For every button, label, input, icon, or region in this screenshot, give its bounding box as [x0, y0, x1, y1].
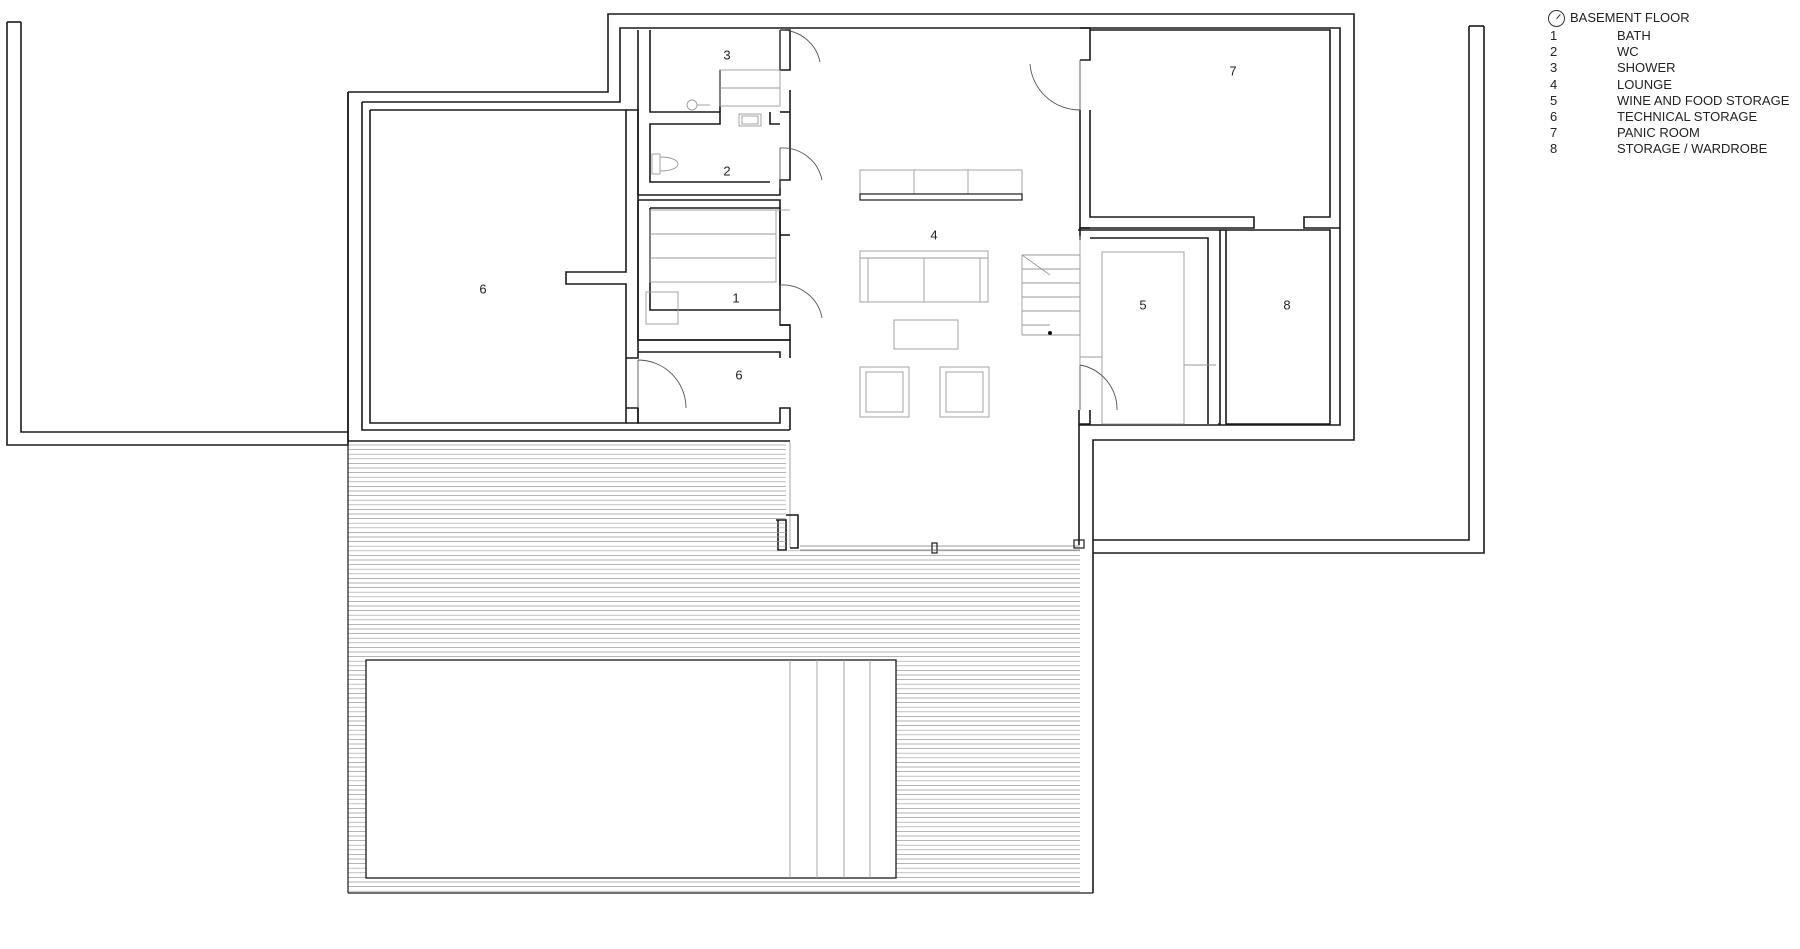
legend-title: BASEMENT FLOOR: [1570, 10, 1690, 26]
legend-item-name: WC: [1617, 44, 1639, 60]
north-arrow-icon: [1548, 10, 1565, 27]
legend-item-number: 4: [1550, 76, 1558, 92]
legend-item-name: TECHNICAL STORAGE: [1617, 109, 1758, 125]
legend-item-name: LOUNGE: [1617, 76, 1672, 92]
pool-decking: [347, 441, 1093, 894]
legend-item-name: BATH: [1617, 28, 1651, 43]
legend-title-row: BASEMENT FLOOR: [1548, 10, 1800, 27]
legend-item-number: 8: [1550, 141, 1558, 157]
legend-item-name: PANIC ROOM: [1617, 125, 1700, 141]
technical-storage-room: [369, 109, 639, 424]
legend-item: 8 STORAGE / WARDROBE: [1548, 141, 1800, 157]
room-label-shower: 3: [723, 47, 730, 62]
legend-item: 2 WC: [1548, 44, 1800, 60]
door-swings: [637, 29, 1118, 411]
swimming-pool: [365, 659, 897, 879]
room-label-bath: 1: [732, 290, 739, 305]
legend-item: 5 WINE AND FOOD STORAGE: [1548, 93, 1800, 109]
legend-item-name: WINE AND FOOD STORAGE: [1617, 92, 1790, 108]
building-outline: [347, 13, 1355, 545]
lounge: [776, 169, 1085, 554]
room-label-technical-storage-small: 6: [735, 367, 742, 382]
legend-item-number: 6: [1550, 109, 1558, 125]
legend-item: 7 PANIC ROOM: [1548, 125, 1800, 141]
wet-rooms: [637, 29, 791, 430]
room-label-storage-wardrobe: 8: [1283, 297, 1290, 312]
room-label-lounge: 4: [930, 227, 937, 242]
legend: BASEMENT FLOOR 1 BATH 2 WC 3 SHOWER 4 LOUNGE 5 WI…: [1548, 10, 1800, 158]
legend-item: 1 BATH: [1548, 28, 1800, 44]
room-label-wc: 2: [723, 163, 730, 178]
right-rooms: [1078, 27, 1340, 425]
legend-item-number: 7: [1550, 125, 1558, 141]
legend-item: 3 SHOWER: [1548, 60, 1800, 76]
left-retaining-wall: [6, 21, 349, 446]
legend-item-name: SHOWER: [1617, 60, 1676, 76]
room-label-technical-storage: 6: [479, 281, 486, 296]
legend-item: 4 LOUNGE: [1548, 77, 1800, 93]
room-label-panic-room: 7: [1229, 63, 1236, 78]
legend-item-number: 3: [1550, 60, 1558, 76]
legend-item: 6 TECHNICAL STORAGE: [1548, 109, 1800, 125]
legend-item-number: 2: [1550, 44, 1558, 60]
legend-items: 1 BATH 2 WC 3 SHOWER 4 LOUNGE 5 WINE AND FOOD STO…: [1548, 28, 1800, 158]
legend-item-number: 5: [1550, 92, 1558, 108]
legend-item-name: STORAGE / WARDROBE: [1617, 141, 1768, 157]
legend-item-number: 1: [1550, 28, 1558, 43]
room-labels: 3 2 1 4 5 6 6 7 8: [479, 47, 1290, 382]
room-label-wine-storage: 5: [1139, 297, 1146, 312]
right-retaining-wall: [1092, 25, 1485, 893]
